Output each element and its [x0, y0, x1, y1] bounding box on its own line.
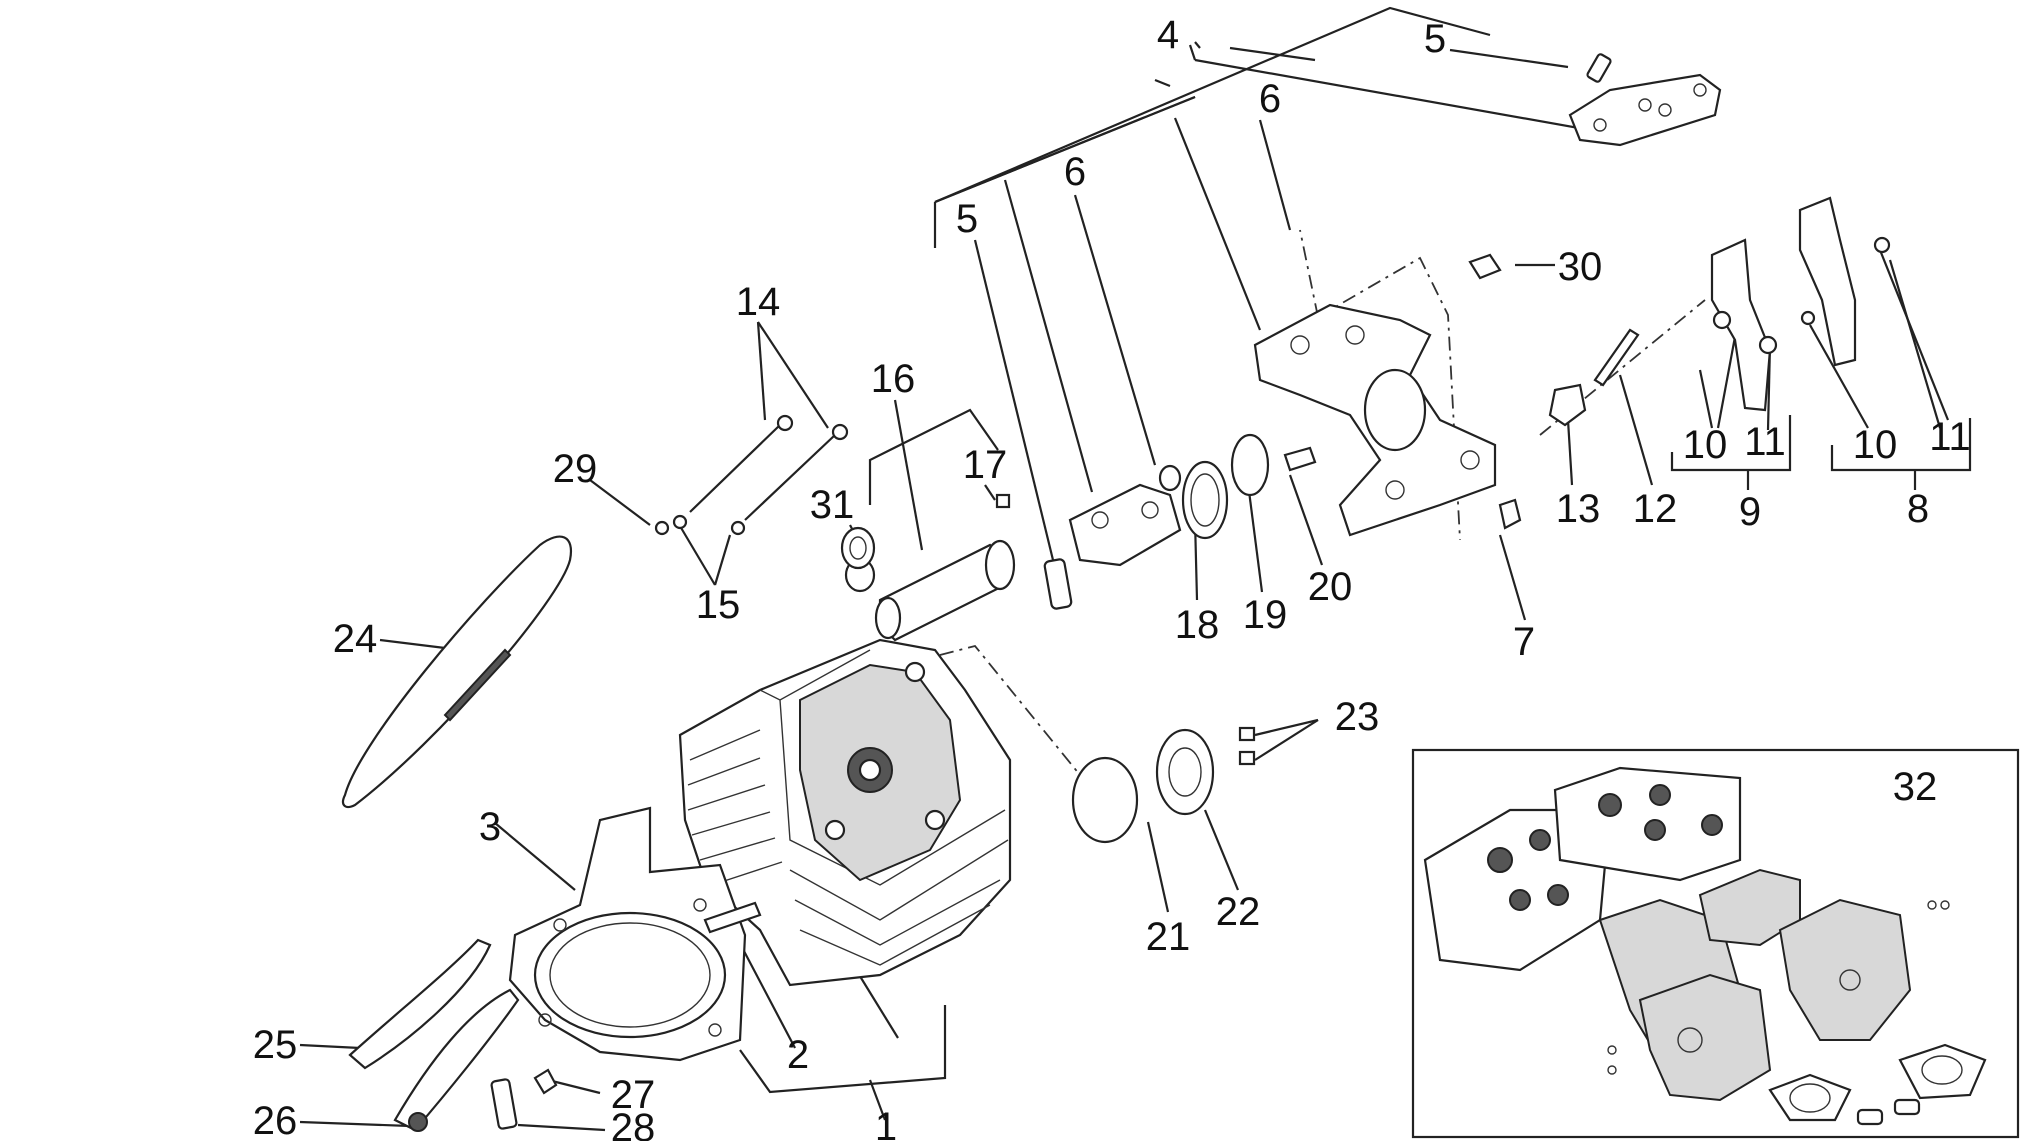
callout-7: 7	[1513, 620, 1535, 664]
callout-6-mid: 6	[1064, 150, 1086, 194]
callout-14: 14	[736, 280, 781, 324]
callout-29: 29	[553, 447, 598, 491]
valve-cover-assembly	[1253, 303, 1522, 537]
callout-labels: 1 2 3 4 5 5 6 6 7 8 9 10 10 11 11 11 12 …	[253, 13, 1971, 1141]
callout-19: 19	[1243, 593, 1288, 637]
callout-1: 1	[875, 1105, 897, 1141]
callout-2: 2	[787, 1033, 809, 1077]
callout-26: 26	[253, 1099, 298, 1141]
callout-12: 12	[1633, 487, 1678, 531]
gasket-kit-box	[1411, 748, 2020, 1139]
timing-chain	[341, 535, 573, 809]
callout-24: 24	[333, 617, 378, 661]
callout-13: 13	[1556, 487, 1601, 531]
callout-28: 28	[611, 1106, 656, 1141]
cam-sprocket	[1158, 433, 1317, 540]
sensor-parts	[490, 1068, 558, 1130]
cylinder-head	[678, 638, 1012, 987]
callout-3: 3	[479, 805, 501, 849]
callout-4: 4	[1157, 13, 1179, 57]
callout-11-b: 11	[1929, 415, 1971, 459]
camshaft	[844, 493, 1016, 642]
callout-20: 20	[1308, 565, 1353, 609]
callout-32-kit-label: 32	[1893, 765, 1938, 809]
callout-18: 18	[1175, 603, 1220, 647]
callout-21: 21	[1146, 915, 1191, 959]
callout-10-a: 10	[1683, 423, 1728, 467]
chain-guides	[348, 938, 520, 1132]
callout-30: 30	[1558, 245, 1603, 289]
head-gasket	[508, 806, 747, 1062]
callout-15: 15	[696, 583, 741, 627]
callout-27: 27	[611, 1073, 656, 1117]
callout-23: 23	[1335, 695, 1380, 739]
callout-8: 8	[1907, 487, 1929, 531]
studs	[654, 414, 849, 536]
rocker-support	[1043, 483, 1182, 610]
callout-16: 16	[871, 357, 916, 401]
callout-25: 25	[253, 1023, 298, 1067]
part-31-washer	[840, 526, 876, 570]
callout-10-b: 10	[1853, 423, 1898, 467]
callout-31: 31	[810, 483, 855, 527]
callout-22: 22	[1216, 890, 1261, 934]
callout-9: 9	[1739, 490, 1761, 534]
rocker-arms	[1710, 196, 1891, 412]
top-bracket	[1568, 53, 1722, 147]
callout-5-left: 5	[956, 197, 978, 241]
oil-pump-parts	[1071, 726, 1256, 844]
callout-11-a: 11	[1744, 420, 1786, 464]
callout-17: 17	[963, 443, 1008, 487]
callout-6-top: 6	[1259, 77, 1281, 121]
valve-parts	[1468, 253, 1640, 427]
dowel-pin	[703, 901, 762, 934]
callout-5-top: 5	[1424, 17, 1446, 61]
